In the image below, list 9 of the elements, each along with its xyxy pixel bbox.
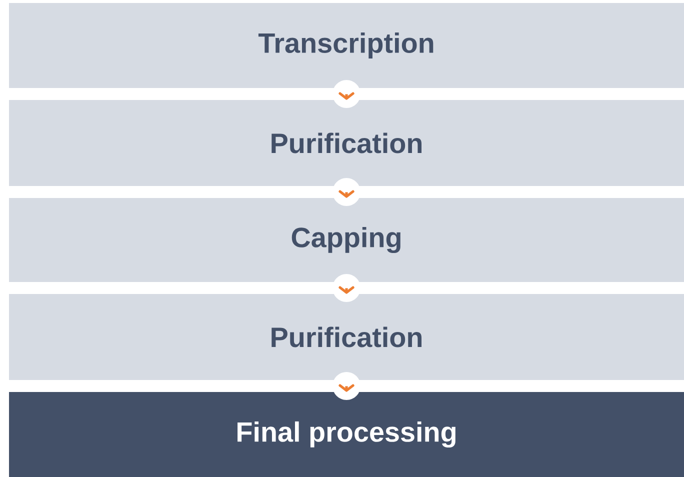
final-step-box: Final processing: [9, 392, 684, 477]
step-box: Transcription: [9, 3, 684, 88]
step-box: Purification: [9, 100, 684, 186]
step-box: Purification: [9, 294, 684, 380]
chevron-connector: [332, 178, 360, 206]
step-box: Capping: [9, 198, 684, 282]
chevron-connector: [332, 80, 360, 108]
chevron-connector: [332, 372, 360, 400]
chevron-connector: [332, 274, 360, 302]
